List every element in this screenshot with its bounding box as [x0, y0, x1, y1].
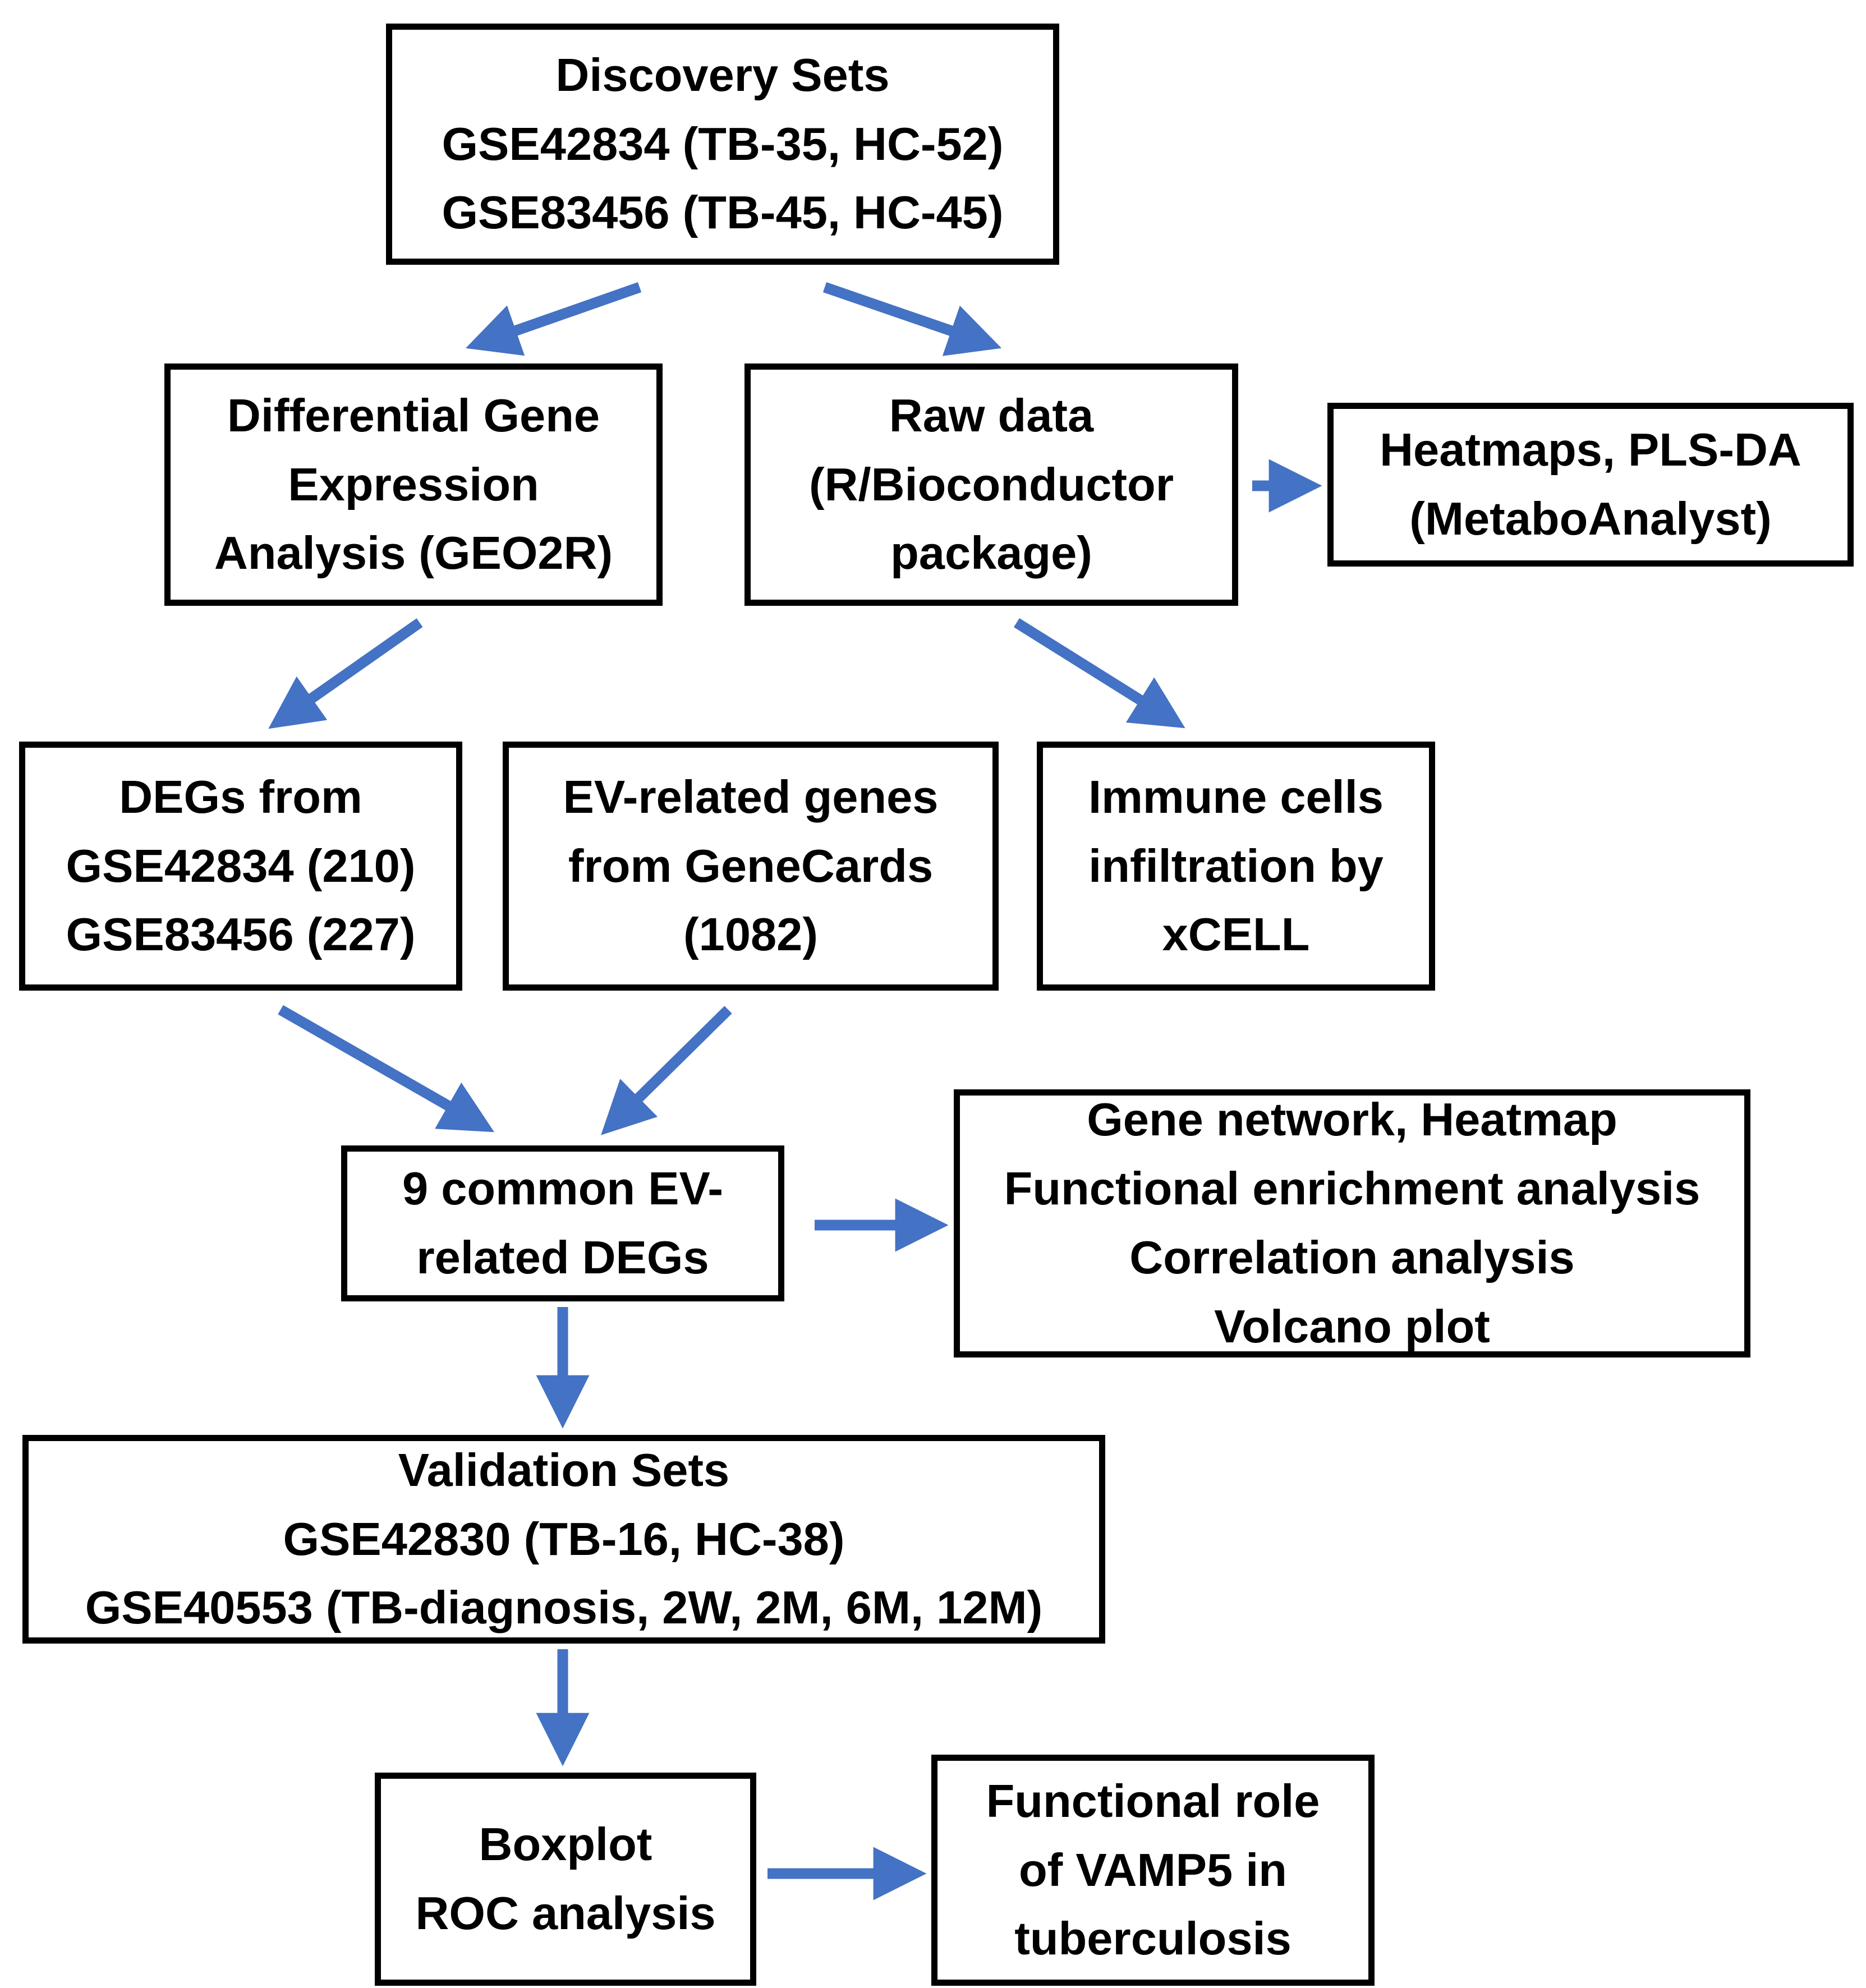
node-line: Validation Sets — [398, 1443, 730, 1496]
edge-evgenes-to-common — [601, 1006, 732, 1135]
node-line: (R/Bioconductor — [808, 458, 1174, 510]
node-line: Functional role — [986, 1774, 1320, 1827]
node-raw-data[interactable]: Raw data (R/Bioconductor package) — [744, 363, 1238, 606]
node-line: EV-related genes — [563, 770, 939, 823]
node-line: Expression — [288, 458, 539, 510]
node-line: related DEGs — [416, 1231, 709, 1283]
edge-discovery-to-rawdata — [822, 282, 1002, 356]
node-line: GSE42834 (TB-35, HC-52) — [442, 117, 1004, 170]
node-line: from GeneCards — [568, 839, 934, 892]
edge-degs-to-common — [278, 1005, 495, 1133]
node-validation-sets[interactable]: Validation Sets GSE42830 (TB-16, HC-38) … — [22, 1435, 1105, 1644]
node-heatmaps-plsda[interactable]: Heatmaps, PLS-DA (MetaboAnalyst) — [1327, 403, 1854, 567]
node-line: of VAMP5 in — [1018, 1843, 1288, 1896]
edge-rawdata-to-immune — [1013, 618, 1185, 729]
node-downstream-analyses[interactable]: Gene network, Heatmap Functional enrichm… — [954, 1089, 1750, 1357]
node-line: Heatmaps, PLS-DA — [1380, 424, 1801, 476]
node-line: Correlation analysis — [1129, 1231, 1575, 1283]
node-line: (1082) — [683, 908, 818, 961]
node-line: Raw data — [889, 389, 1094, 441]
node-discovery-sets[interactable]: Discovery Sets GSE42834 (TB-35, HC-52) G… — [386, 24, 1059, 265]
node-line: xCELL — [1162, 908, 1310, 961]
node-line: Gene network, Heatmap — [1087, 1093, 1617, 1146]
node-differential-gene-expression[interactable]: Differential Gene Expression Analysis (G… — [164, 363, 663, 606]
node-line: Discovery Sets — [555, 48, 890, 101]
node-line: Functional enrichment analysis — [1004, 1162, 1700, 1215]
node-line: GSE83456 (227) — [66, 908, 416, 961]
node-ev-related-genes-genecards[interactable]: EV-related genes from GeneCards (1082) — [503, 742, 999, 991]
node-line: GSE42830 (TB-16, HC-38) — [283, 1512, 845, 1565]
node-line: tuberculosis — [1014, 1912, 1292, 1965]
node-line: 9 common EV- — [402, 1162, 723, 1215]
node-line: package) — [890, 527, 1092, 579]
node-line: GSE83456 (TB-45, HC-45) — [442, 186, 1004, 239]
node-line: GSE40553 (TB-diagnosis, 2W, 2M, 6M, 12M) — [85, 1581, 1043, 1634]
node-degs-from-discovery-sets[interactable]: DEGs from GSE42834 (210) GSE83456 (227) — [19, 742, 462, 991]
edge-dge-to-degs — [268, 618, 423, 729]
node-common-ev-related-degs[interactable]: 9 common EV- related DEGs — [341, 1145, 784, 1301]
node-line: Boxplot — [479, 1818, 652, 1871]
node-line: Analysis (GEO2R) — [214, 527, 613, 579]
node-line: Differential Gene — [227, 389, 600, 441]
node-line: (MetaboAnalyst) — [1409, 493, 1772, 545]
node-line: DEGs from — [119, 770, 362, 823]
node-line: Volcano plot — [1214, 1300, 1490, 1352]
node-line: infiltration by — [1088, 839, 1384, 892]
node-immune-cell-infiltration[interactable]: Immune cells infiltration by xCELL — [1037, 742, 1435, 991]
node-line: GSE42834 (210) — [66, 839, 416, 892]
node-line: Immune cells — [1088, 770, 1384, 823]
node-line: ROC analysis — [415, 1887, 716, 1939]
node-functional-role-vamp5[interactable]: Functional role of VAMP5 in tuberculosis — [931, 1755, 1375, 1986]
edge-discovery-to-dge — [465, 282, 642, 356]
node-boxplot-roc-analysis[interactable]: Boxplot ROC analysis — [375, 1773, 756, 1986]
